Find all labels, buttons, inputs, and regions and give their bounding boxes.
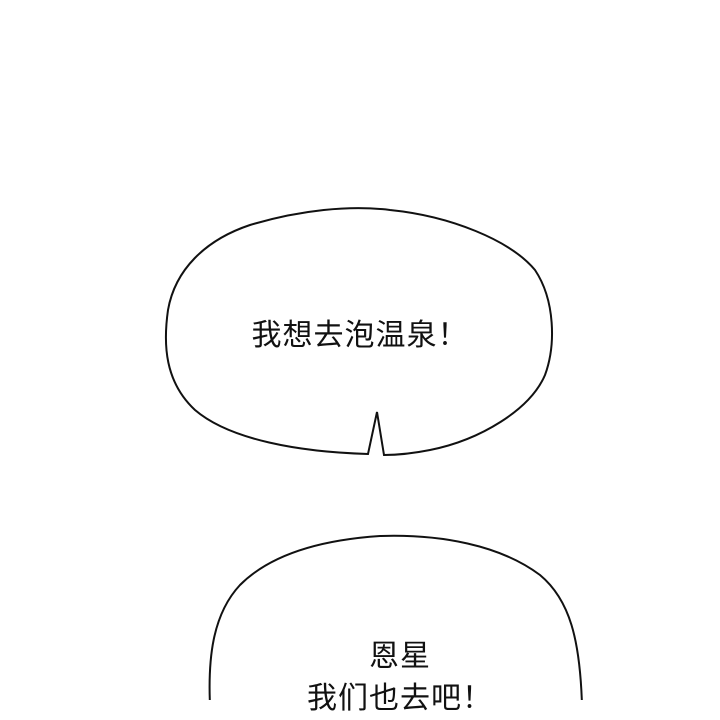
comic-panel: 我想去泡温泉！ 恩星 我们也去吧！ xyxy=(160,207,583,716)
speech-bubble-2-text: 恩星 我们也去吧！ xyxy=(200,636,600,720)
speech-bubble-1-outline xyxy=(164,207,553,457)
bubble-1-line-1: 我想去泡温泉！ xyxy=(251,318,469,353)
speech-bubbles-graphic xyxy=(164,207,583,700)
bubble-2-line-2: 我们也去吧！ xyxy=(307,681,493,716)
speech-bubble-1-text: 我想去泡温泉！ xyxy=(160,318,560,354)
bubble-2-line-1: 恩星 xyxy=(369,639,431,674)
speech-bubble-2-outline xyxy=(208,534,583,700)
